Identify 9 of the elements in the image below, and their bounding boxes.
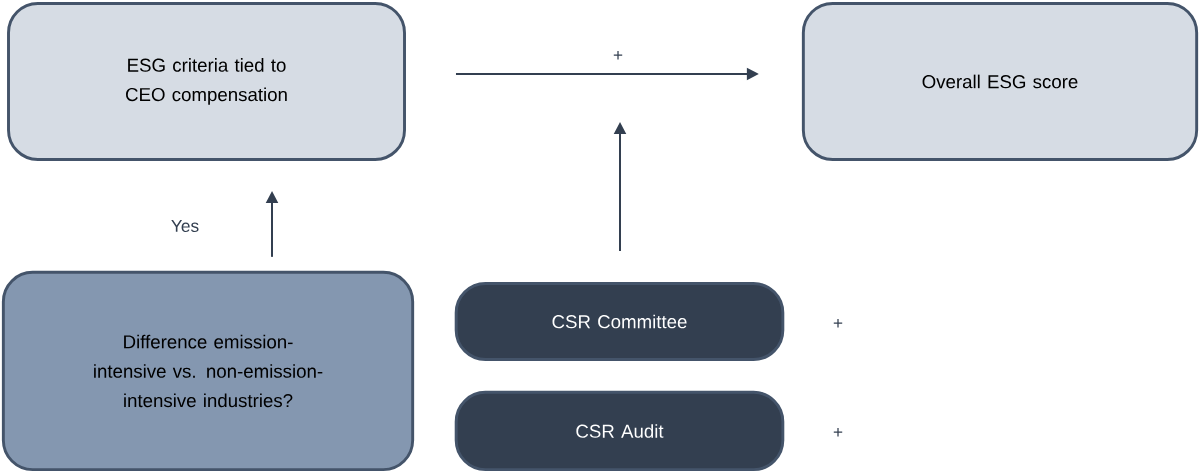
plus-sign: + bbox=[833, 428, 843, 437]
plus-sign: + bbox=[833, 319, 843, 328]
edge-label: Yes bbox=[169, 218, 201, 234]
process-box: Overall ESG score bbox=[801, 2, 1199, 161]
factor-box: CSR Committee bbox=[454, 282, 785, 361]
process-box: ESG criteria tied to CEO compensation bbox=[7, 2, 406, 161]
edge-label: + bbox=[611, 49, 625, 63]
question-box: Difference emission-intensive vs. non-emission-intensive industries? bbox=[1, 270, 415, 472]
factor-box: CSR Audit bbox=[454, 390, 785, 472]
